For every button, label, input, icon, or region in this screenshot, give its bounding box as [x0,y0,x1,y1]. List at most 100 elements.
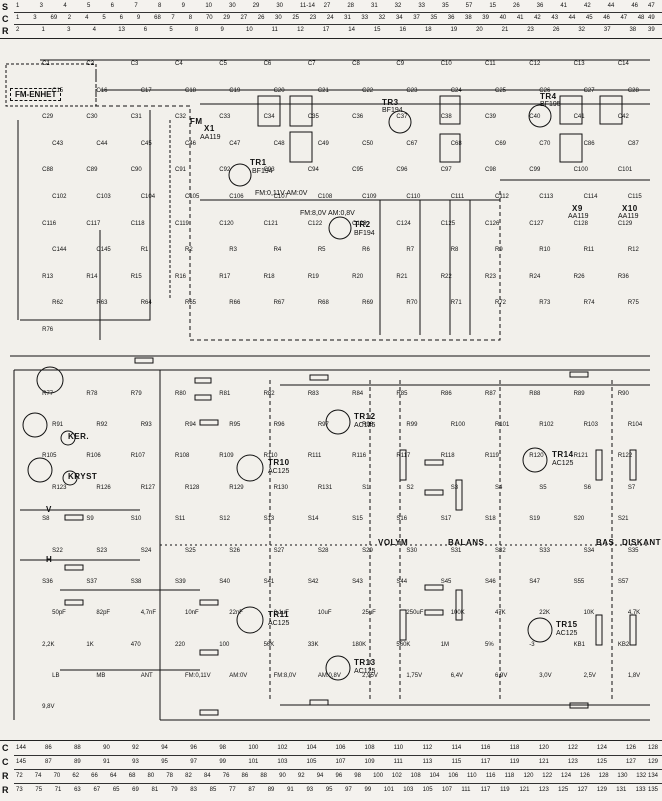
ref-tick: 105 [306,759,317,765]
x1-label: X1 [204,124,215,133]
component-designator: C118 [130,220,145,227]
tuner-outline [95,70,501,341]
component-designator: 470 [130,641,141,648]
component-designator: 82pF [96,610,111,617]
component-designator: R7 [406,247,415,254]
ref-tick: 108 [410,773,421,779]
ref-tick: 14 [348,27,355,33]
tr11-label: TR11 [268,610,290,619]
component-designator: R104 [627,422,643,429]
ref-tick: 112 [422,745,433,751]
component-designator: 220 [175,641,186,648]
bass-pot-upper [595,449,603,481]
component-designator: C106 [229,194,244,200]
ref-tick: 110 [467,773,477,779]
component-designator: C109 [362,194,377,200]
component-designator: R93 [140,422,152,429]
ref-tick: 37 [413,15,420,21]
component-designator: R89 [573,390,585,397]
component-designator: C144 [52,247,67,254]
component-designator: R63 [96,300,108,307]
ref-tick: 57 [465,3,473,9]
ref-tick: 35 [430,15,438,21]
ref-tick: 117 [480,759,491,765]
component-designator: S13 [263,516,275,523]
ref-tick: 93 [306,787,314,793]
component-designator: R16 [175,273,187,280]
tr14-body [522,447,548,473]
component-designator: C1 [42,61,50,68]
ref-tick: 92 [297,773,305,779]
tr2-label: TR2 [354,220,371,229]
ref-tick: 77 [229,787,236,793]
component-designator: 33K [307,641,319,648]
tr10-type: AC125 [268,468,290,475]
component-designator: C129 [617,220,633,227]
x9-label: X9 [572,204,583,213]
ref-tick: 9 [220,27,224,33]
component-designator: S22 [52,547,63,554]
ref-tick: 144 [16,745,27,751]
component-designator: R64 [140,300,152,307]
component-designator: S7 [627,484,636,491]
component-designator: C91 [175,167,187,174]
ref-tick: 4 [63,3,67,9]
ref-tick: 102 [277,745,288,751]
ref-tick: 41 [560,3,568,9]
component-designator: C35 [307,114,319,121]
ref-tick: 17 [322,27,330,33]
kryst-jack [62,470,78,486]
ref-row-label-r2: R [2,785,9,795]
ref-tick: 100 [373,773,384,779]
volume-pot-upper [399,449,407,481]
ref-tick: 4 [92,27,97,33]
component-designator: C88 [42,167,54,174]
component-designator: R72 [495,300,507,307]
ref-tick: 70 [53,773,61,779]
ref-tick: 29 [223,15,230,21]
component-designator: S19 [529,516,540,523]
ref-tick: 124 [561,773,572,779]
ref-tick: 126 [579,773,590,779]
component-designator: R90 [617,390,629,397]
component-designator: S14 [307,516,319,523]
component-designator: C19 [229,87,241,94]
ref-tick: 118 [504,773,515,779]
component-designator: R62 [52,300,64,307]
component-designator: 22nF [229,610,243,617]
ref-tick: 85 [209,787,217,793]
component-designator: C121 [263,220,278,227]
component-designator: R96 [273,422,285,429]
component-designator: R131 [317,484,333,491]
component-designator: R105 [42,453,57,460]
ref-tick: 101 [383,787,394,793]
component-designator: R81 [219,390,231,397]
ref-tick: 31 [344,15,351,21]
component-designator: C97 [440,167,452,174]
ref-tick: 1 [41,27,45,33]
component-designator: R83 [307,390,319,397]
component-designator: 2,5V [583,672,596,679]
component-designator: C99 [529,167,541,174]
component-designator: S39 [175,578,186,585]
component-designator: C98 [485,167,497,174]
ref-tick: 120 [523,773,534,779]
ref-tick: 109 [364,759,375,765]
component-designator: C145 [96,247,111,254]
ref-tick: 3 [67,27,71,33]
treble-pot-lower [629,614,637,646]
component-designator: R20 [352,273,364,280]
component-designator: C49 [317,140,329,147]
ref-tick: 41 [516,15,524,21]
ref-tick: 3 [39,3,43,9]
ref-tick: 19 [450,27,458,33]
ref-tick: 26 [257,15,265,21]
ref-tick: 42 [534,15,541,21]
component-designator: R3 [229,247,237,254]
ref-tick: 5 [102,15,106,21]
tr13-body [325,655,351,681]
ref-tick: 27 [240,15,248,21]
component-designator: R97 [317,422,329,429]
component-designator: C105 [185,194,200,200]
component-designator: R77 [42,390,54,397]
